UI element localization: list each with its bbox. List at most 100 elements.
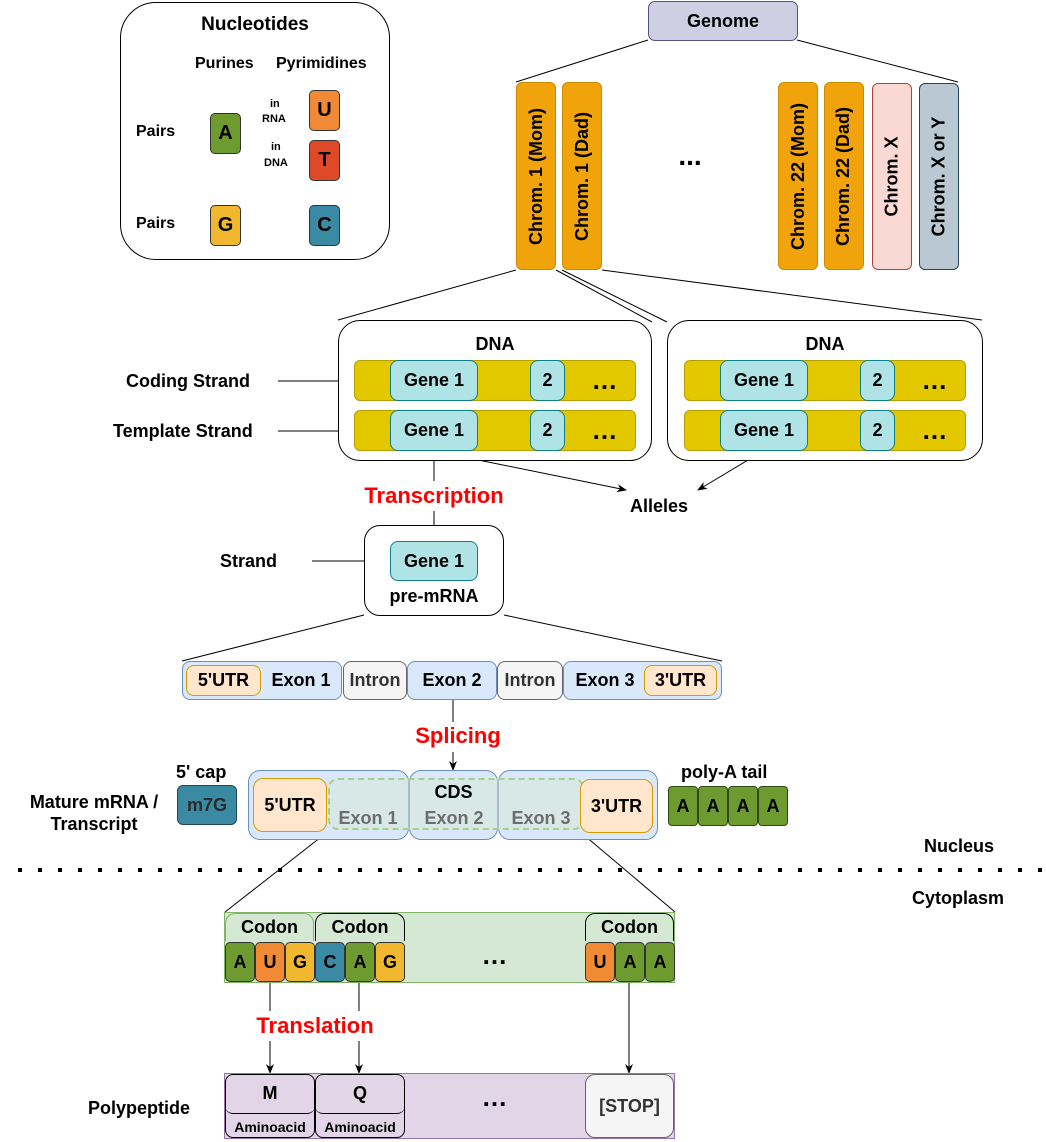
premrna-link-left bbox=[181, 614, 365, 662]
genome-link-left bbox=[515, 39, 649, 83]
amino-acid-letter: M bbox=[225, 1074, 315, 1114]
polya-base: A bbox=[728, 786, 758, 826]
dna-title: DNA bbox=[475, 334, 515, 354]
polya-base: A bbox=[758, 786, 788, 826]
chromosome-1-mom: Chrom. 1 (Mom) bbox=[516, 82, 556, 270]
chrom1-mom-link-right bbox=[555, 269, 653, 323]
nucleotide-c: C bbox=[309, 205, 340, 246]
codon-base: C bbox=[315, 942, 345, 982]
pairs-label-2: Pairs bbox=[136, 215, 176, 232]
nucleotide-g: G bbox=[210, 205, 241, 246]
splicing-label: Splicing bbox=[415, 723, 501, 748]
cds-link-right bbox=[577, 829, 676, 913]
nucleotide-t: T bbox=[309, 140, 340, 181]
pre-mrna-gene-1: Gene 1 bbox=[390, 541, 478, 581]
gene-1: Gene 1 bbox=[390, 410, 478, 451]
exon-3-label: Exon 3 bbox=[575, 670, 635, 690]
genome-box: Genome bbox=[648, 1, 798, 41]
dna-title: DNA bbox=[805, 334, 845, 354]
nucleus-label: Nucleus bbox=[924, 836, 995, 856]
codon-base: U bbox=[255, 942, 285, 982]
chromosomes-ellipsis: ... bbox=[678, 140, 702, 171]
chromosome-label: Chrom. X bbox=[881, 136, 902, 217]
codon-header: Codon bbox=[225, 913, 314, 941]
pairs-label-1: Pairs bbox=[136, 123, 176, 140]
cds-label: CDS bbox=[434, 782, 473, 802]
purines-heading: Purines bbox=[195, 55, 254, 72]
mature-exon-3-label: Exon 3 bbox=[511, 808, 571, 828]
gene-2: 2 bbox=[530, 410, 565, 451]
chrom1-mom-link-left bbox=[337, 269, 517, 321]
utr3-segment: 3'UTR bbox=[644, 665, 717, 696]
utr5-segment: 5'UTR bbox=[186, 665, 261, 696]
chrom1-dad-link-right bbox=[601, 269, 983, 321]
more-genes-ellipsis: ... bbox=[922, 364, 948, 395]
chromosome-label: Chrom. 22 (Dad) bbox=[833, 106, 854, 246]
codon-base: A bbox=[345, 942, 375, 982]
in-rna-label-1: in bbox=[270, 98, 280, 110]
mature-utr5: 5'UTR bbox=[253, 778, 327, 832]
mature-exon-2-label: Exon 2 bbox=[424, 808, 484, 828]
stop-codon-box: [STOP] bbox=[585, 1074, 674, 1138]
chromosome-x-or-y: Chrom. X or Y bbox=[919, 83, 959, 270]
gene-1: Gene 1 bbox=[720, 360, 808, 401]
exon-2-segment: Exon 2 bbox=[407, 661, 497, 700]
codon-header: Codon bbox=[585, 913, 674, 941]
chromosome-label: Chrom. 1 (Dad) bbox=[571, 111, 592, 241]
chromosome-x: Chrom. X bbox=[872, 83, 912, 270]
alleles-label: Alleles bbox=[630, 496, 689, 516]
amino-acid-caption: Aminoacid bbox=[324, 1119, 396, 1135]
codons-ellipsis: ... bbox=[482, 939, 508, 970]
pre-mrna-caption: pre-mRNA bbox=[389, 586, 479, 606]
mature-exon-1-label: Exon 1 bbox=[338, 808, 398, 828]
mature-mrna-label-line-2: Transcript bbox=[50, 814, 138, 834]
exon-1-label: Exon 1 bbox=[271, 670, 331, 690]
template-strand-label: Template Strand bbox=[113, 421, 253, 441]
in-dna-label-1: in bbox=[271, 141, 281, 153]
in-dna-label-2: DNA bbox=[264, 157, 288, 169]
cds-link-left bbox=[224, 829, 331, 913]
chromosome-1-dad: Chrom. 1 (Dad) bbox=[562, 82, 602, 270]
genome-link-right bbox=[796, 39, 959, 83]
nucleotides-panel bbox=[120, 2, 390, 260]
coding-strand-label: Coding Strand bbox=[126, 371, 250, 391]
intron-segment: Intron bbox=[497, 661, 563, 700]
gene-1: Gene 1 bbox=[390, 360, 478, 401]
transcription-label: Transcription bbox=[364, 483, 504, 508]
chrom1-dad-link-left bbox=[561, 269, 668, 323]
nucleotide-a: A bbox=[210, 113, 241, 154]
gene-2: 2 bbox=[860, 410, 895, 451]
codon-base: G bbox=[375, 942, 405, 982]
m7g-cap: m7G bbox=[177, 785, 237, 825]
cds-region bbox=[328, 778, 584, 830]
polya-base: A bbox=[698, 786, 728, 826]
codon-base: A bbox=[615, 942, 645, 982]
polya-base: A bbox=[668, 786, 698, 826]
codon-base: G bbox=[285, 942, 315, 982]
in-rna-label-2: RNA bbox=[262, 113, 286, 125]
cap-label: 5' cap bbox=[176, 762, 227, 782]
polya-label: poly-A tail bbox=[681, 762, 768, 782]
chromosome-22-mom: Chrom. 22 (Mom) bbox=[778, 82, 818, 270]
codon-base: U bbox=[585, 942, 615, 982]
premrna-link-right bbox=[503, 614, 723, 662]
amino-acid-letter: Q bbox=[315, 1074, 405, 1114]
cytoplasm-label: Cytoplasm bbox=[912, 888, 1005, 908]
mature-mrna-label-line-1: Mature mRNA / bbox=[29, 792, 159, 812]
chromosome-label: Chrom. X or Y bbox=[928, 116, 949, 237]
gene-2: 2 bbox=[860, 360, 895, 401]
mature-utr3: 3'UTR bbox=[580, 779, 653, 833]
strand-label: Strand bbox=[220, 551, 278, 571]
nucleotide-u: U bbox=[309, 90, 340, 131]
chromosome-label: Chrom. 22 (Mom) bbox=[787, 102, 808, 250]
intron-segment: Intron bbox=[343, 661, 407, 700]
chromosome-label: Chrom. 1 (Mom) bbox=[525, 107, 546, 245]
amino-acid-caption: Aminoacid bbox=[234, 1119, 306, 1135]
codon-base: A bbox=[225, 942, 255, 982]
polypeptide-label: Polypeptide bbox=[88, 1098, 191, 1118]
more-genes-ellipsis: ... bbox=[592, 364, 618, 395]
codon-header: Codon bbox=[315, 913, 405, 941]
more-genes-ellipsis: ... bbox=[922, 414, 948, 445]
pyrimidines-heading: Pyrimidines bbox=[276, 55, 367, 72]
chromosome-22-dad: Chrom. 22 (Dad) bbox=[824, 82, 864, 270]
